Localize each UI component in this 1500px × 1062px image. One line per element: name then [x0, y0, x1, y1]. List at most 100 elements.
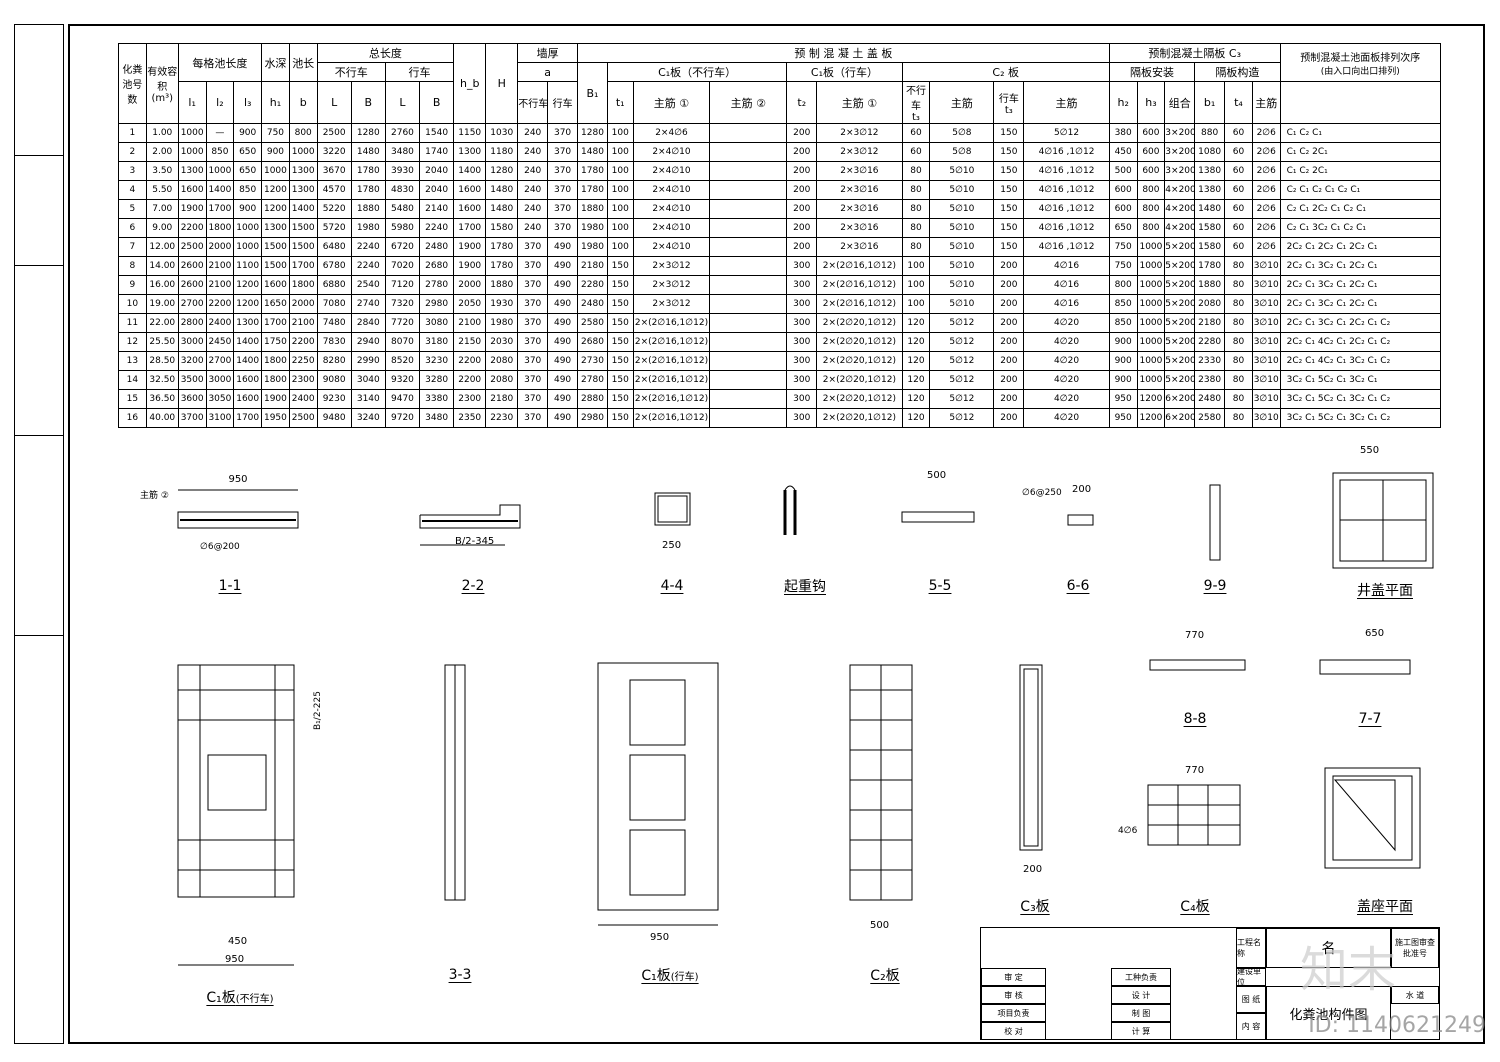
- table-cell: 7020: [384, 256, 421, 276]
- table-cell: 7720: [384, 313, 421, 333]
- section-6-6: 200: [1067, 484, 1094, 526]
- dim-500b: 500: [870, 920, 889, 931]
- table-cell: 2780: [419, 275, 455, 295]
- dim-b2-345: B/2-345: [455, 536, 494, 547]
- plate-c1-traffic: 950: [597, 662, 719, 943]
- tb-drawing-lbl: 图 纸: [1236, 986, 1266, 1013]
- table-cell: 490: [547, 408, 579, 428]
- plate-c3: 200: [1019, 664, 1043, 875]
- tb-design: 设 计: [1111, 986, 1171, 1004]
- dim-200b: 200: [1023, 864, 1042, 875]
- th-b1: b₁: [1194, 81, 1226, 124]
- margin-cell: [15, 25, 63, 156]
- table-cell: 1080: [1194, 142, 1226, 162]
- th-L-t: L: [384, 81, 421, 124]
- tb-content-lbl: 内 容: [1236, 1013, 1266, 1040]
- table-cell: 2840: [350, 313, 386, 333]
- table-cell: 2480: [577, 294, 608, 314]
- table-cell: 2×(2∅20,1∅12): [816, 408, 903, 428]
- table-cell: 3480: [419, 408, 455, 428]
- spec-table: 化粪池号数 有效容积(m³) 每格池长度 水深 池长 总长度 h_b H 墙厚 …: [118, 43, 1442, 428]
- dim-770: 770: [1185, 630, 1204, 641]
- table-cell: 1950: [261, 408, 290, 428]
- section-8-8: 770: [1149, 630, 1246, 671]
- tb-proofread: 校 对: [981, 1022, 1046, 1040]
- label-well-cover: 井盖平面: [1357, 583, 1413, 599]
- th-B-t: B: [419, 81, 455, 124]
- table-cell: 14.00: [145, 256, 179, 276]
- table-cell: 5∅10: [929, 294, 995, 314]
- table-cell: 300: [786, 408, 818, 428]
- label-2-2: 2-2: [461, 578, 485, 594]
- tb-check: 审 核: [981, 986, 1046, 1004]
- tb-eng-lead: 工种负责: [1111, 968, 1171, 986]
- table-cell: 2180: [577, 256, 608, 276]
- margin-cell: [15, 265, 63, 436]
- table-cell: 5.50: [145, 180, 179, 200]
- section-7-7: 650: [1319, 628, 1411, 675]
- table-cell: 3280: [419, 370, 455, 390]
- dim-200: 200: [1072, 484, 1091, 495]
- table-cell: 9720: [384, 408, 421, 428]
- th-B-nt: B: [350, 81, 386, 124]
- tb-project-name: 工程名称: [1236, 928, 1266, 968]
- table-cell: 200: [993, 275, 1025, 295]
- th-rebar1b: 主筋 ①: [816, 81, 903, 124]
- th-partition: 预制混凝土隔板 C₃: [1108, 43, 1281, 63]
- tb-drawing-title: 化粪池构件图: [1266, 986, 1391, 1040]
- th-c2-rebarb: 主筋: [1023, 81, 1110, 124]
- tb-discipline: 水 道: [1391, 986, 1439, 1004]
- th-depth: 水深: [261, 43, 290, 82]
- table-cell: 2×(2∅16,1∅12): [632, 408, 711, 428]
- label-9-9: 9-9: [1203, 578, 1227, 594]
- label-seat-plan: 盖座平面: [1357, 899, 1413, 915]
- plate-c1-no-traffic: 950 450 B₁/2-225: [177, 664, 323, 966]
- label-rebar-2: 主筋 ②: [140, 491, 169, 501]
- th-B1: B₁: [577, 62, 608, 124]
- th-t4: t₄: [1224, 81, 1253, 124]
- table-cell: 2380: [1194, 370, 1226, 390]
- dim-b1-225: B₁/2-225: [313, 691, 323, 730]
- logo-watermark: 知末: [1300, 942, 1397, 998]
- tb-right-note: 施工图审查批准号: [1391, 928, 1439, 968]
- dim-770b: 770: [1185, 765, 1204, 776]
- id-watermark: ID: 1140621249: [1308, 1013, 1486, 1038]
- label-6-6: 6-6: [1066, 578, 1090, 594]
- dim-250: 250: [662, 540, 681, 551]
- label-c3: C₃板: [1020, 899, 1050, 915]
- th-cell-length: 每格池长度: [177, 43, 263, 82]
- drawing-frame: [68, 24, 1485, 1044]
- label-phi4-6: 4∅6: [1118, 826, 1138, 836]
- dim-950c: 950: [650, 932, 669, 943]
- dim-950: 950: [228, 474, 247, 485]
- well-cover-plan: 550: [1332, 445, 1434, 569]
- table-cell: 5∅12: [929, 408, 995, 428]
- th-combo: 组合: [1164, 81, 1196, 124]
- label-c1-no-traffic: C₁板(不行车): [206, 990, 274, 1006]
- label-5-5: 5-5: [928, 578, 952, 594]
- table-cell: 3380: [419, 389, 455, 409]
- label-phi6-250: ∅6@250: [1022, 488, 1062, 498]
- dim-500: 500: [927, 470, 946, 481]
- th-wall-t: 行车: [547, 81, 579, 124]
- label-hook: 起重钩: [784, 579, 826, 595]
- dim-650: 650: [1365, 628, 1384, 639]
- margin-cell: [15, 155, 63, 266]
- label-c1-traffic: C₁板(行车): [641, 968, 699, 984]
- label-7-7: 7-7: [1358, 711, 1382, 727]
- label-c2: C₂板: [870, 968, 900, 984]
- table-cell: [709, 408, 788, 428]
- th-order-sub: [1279, 81, 1442, 124]
- section-9-9: [1209, 484, 1221, 561]
- table-cell: 3240: [350, 408, 386, 428]
